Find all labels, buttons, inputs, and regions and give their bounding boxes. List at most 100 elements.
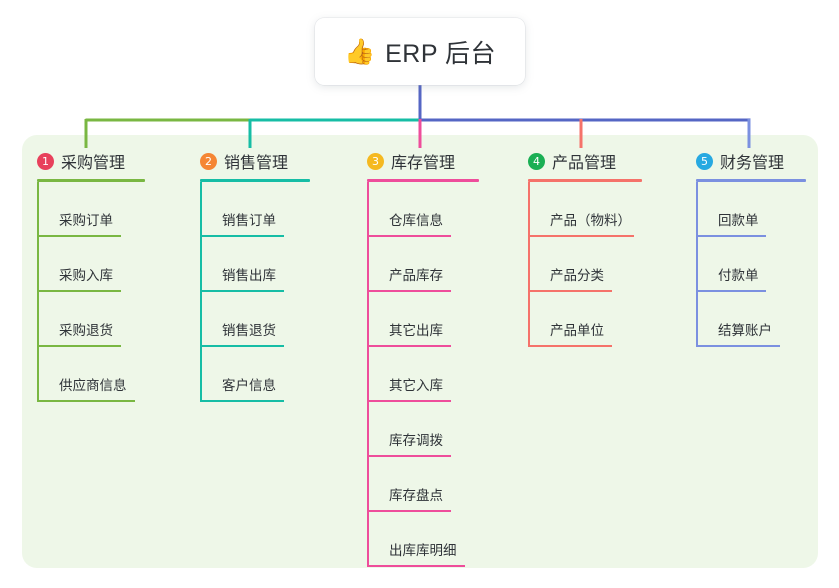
column-items: 仓库信息产品库存其它出库其它入库库存调拨库存盘点出库库明细 (367, 182, 479, 567)
module-item-label: 付款单 (718, 268, 759, 283)
module-item[interactable]: 产品单位 (528, 292, 642, 347)
column-spine (528, 182, 530, 347)
column-spine (696, 182, 698, 347)
column-title: 库存管理 (391, 155, 456, 172)
number-badge-3: 3 (367, 152, 384, 170)
module-item-label: 采购入库 (59, 268, 113, 283)
column-items: 销售订单销售出库销售退货客户信息 (200, 182, 310, 402)
module-item[interactable]: 其它入库 (367, 347, 479, 402)
module-item[interactable]: 产品（物料） (528, 182, 642, 237)
module-item[interactable]: 采购订单 (37, 182, 145, 237)
module-item-rule (696, 235, 766, 237)
number-badge-1: 1 (37, 152, 54, 170)
column-header[interactable]: 3 库存管理 (367, 148, 479, 174)
module-item[interactable]: 采购退货 (37, 292, 145, 347)
module-item[interactable]: 库存调拨 (367, 402, 479, 457)
module-item[interactable]: 出库库明细 (367, 512, 479, 567)
module-item[interactable]: 付款单 (696, 237, 806, 292)
module-item-rule (696, 345, 780, 347)
module-item-label: 销售退货 (222, 323, 276, 338)
module-item-rule (367, 510, 451, 512)
column-rule (37, 179, 145, 182)
column-rule (528, 179, 642, 182)
module-item-label: 采购订单 (59, 213, 113, 228)
module-item-label: 产品分类 (550, 268, 604, 283)
module-item[interactable]: 产品分类 (528, 237, 642, 292)
column-rule (200, 179, 310, 182)
module-item-label: 库存调拨 (389, 433, 443, 448)
module-item-rule (200, 345, 284, 347)
column-items: 采购订单采购入库采购退货供应商信息 (37, 182, 145, 402)
number-badge-2: 2 (200, 152, 217, 170)
module-item-rule (37, 345, 121, 347)
module-item-rule (367, 290, 451, 292)
module-item-rule (37, 290, 121, 292)
module-column-4: 4 产品管理产品（物料） 产品分类产品单位 (528, 148, 642, 347)
module-item-label: 结算账户 (718, 323, 772, 338)
module-item[interactable]: 采购入库 (37, 237, 145, 292)
module-item[interactable]: 销售退货 (200, 292, 310, 347)
module-item-rule (367, 400, 451, 402)
module-item-label: 产品（物料） (550, 213, 631, 228)
module-item-rule (200, 290, 284, 292)
column-title: 产品管理 (552, 155, 617, 172)
module-item-rule (37, 235, 121, 237)
module-item-label: 采购退货 (59, 323, 113, 338)
module-item-label: 回款单 (718, 213, 759, 228)
column-spine (200, 182, 202, 402)
module-item[interactable]: 回款单 (696, 182, 806, 237)
module-item[interactable]: 结算账户 (696, 292, 806, 347)
module-column-3: 3 库存管理仓库信息产品库存其它出库其它入库库存调拨库存盘点出库库明细 (367, 148, 479, 567)
module-item-label: 库存盘点 (389, 488, 443, 503)
module-item-rule (200, 235, 284, 237)
column-rule (367, 179, 479, 182)
module-item-rule (367, 345, 451, 347)
column-rule (696, 179, 806, 182)
number-badge-4: 4 (528, 152, 545, 170)
module-item-label: 出库库明细 (389, 543, 457, 558)
module-item[interactable]: 其它出库 (367, 292, 479, 347)
column-title: 财务管理 (720, 155, 785, 172)
module-item[interactable]: 仓库信息 (367, 182, 479, 237)
column-spine (37, 182, 39, 402)
column-header[interactable]: 1 采购管理 (37, 148, 145, 174)
column-header[interactable]: 4 产品管理 (528, 148, 642, 174)
root-title: ERP 后台 (385, 39, 497, 68)
module-item[interactable]: 销售订单 (200, 182, 310, 237)
module-item-label: 其它出库 (389, 323, 443, 338)
thumbs-up-icon: 👍 (343, 37, 376, 66)
root-node[interactable]: 👍 ERP 后台 (315, 18, 525, 85)
module-item-label: 其它入库 (389, 378, 443, 393)
module-item[interactable]: 产品库存 (367, 237, 479, 292)
module-column-1: 1 采购管理采购订单采购入库采购退货供应商信息 (37, 148, 145, 402)
module-item-rule (367, 565, 465, 567)
module-item-rule (200, 400, 284, 402)
module-item-label: 供应商信息 (59, 378, 127, 393)
module-item[interactable]: 供应商信息 (37, 347, 145, 402)
module-item-rule (528, 345, 612, 347)
module-item-rule (367, 455, 451, 457)
module-item-rule (528, 235, 634, 237)
module-column-2: 2 销售管理销售订单销售出库销售退货客户信息 (200, 148, 310, 402)
column-title: 采购管理 (61, 155, 126, 172)
column-spine (367, 182, 369, 567)
column-header[interactable]: 2 销售管理 (200, 148, 310, 174)
module-item[interactable]: 客户信息 (200, 347, 310, 402)
module-item[interactable]: 库存盘点 (367, 457, 479, 512)
module-item-label: 客户信息 (222, 378, 276, 393)
module-item-label: 产品单位 (550, 323, 604, 338)
module-item-label: 销售订单 (222, 213, 276, 228)
column-items: 回款单付款单结算账户 (696, 182, 806, 347)
module-item-label: 销售出库 (222, 268, 276, 283)
module-item-rule (367, 235, 451, 237)
modules-panel (22, 135, 818, 568)
module-item-rule (696, 290, 766, 292)
module-item-label: 仓库信息 (389, 213, 443, 228)
column-title: 销售管理 (224, 155, 289, 172)
module-item[interactable]: 销售出库 (200, 237, 310, 292)
module-item-label: 产品库存 (389, 268, 443, 283)
